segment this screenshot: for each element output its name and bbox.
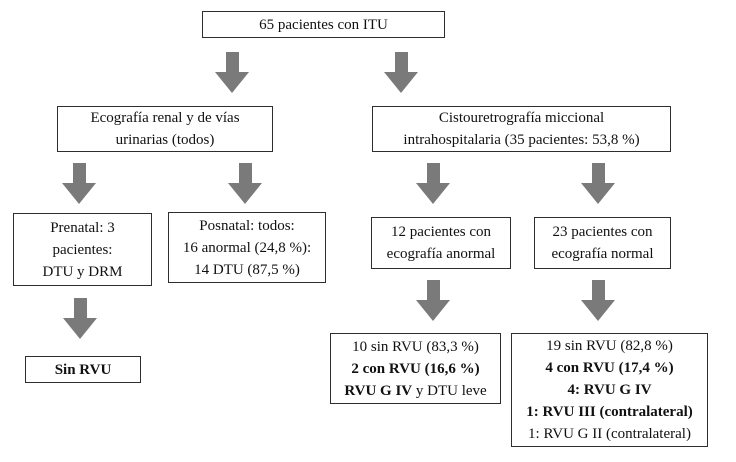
box-ecografia-normal-line1: 23 pacientes con (552, 224, 653, 240)
box-cistouretrografia: Cistouretrografía miccional intrahospita… (372, 106, 671, 152)
box-ecografia-line1: Ecografía renal y de vías (90, 110, 240, 126)
box-prenatal-line1: Prenatal: 3 (50, 219, 115, 236)
down-arrow-icon (416, 163, 450, 204)
down-arrow-icon (63, 298, 97, 339)
box-cistouretrografia-line1: Cistouretrografía miccional (438, 110, 605, 126)
box-cistouretrografia-line2: intrahospitalaria (35 pacientes: 53,8 %) (403, 132, 640, 148)
box-resultado-anormal-line2: 2 con RVU (16,6 %) (351, 360, 480, 377)
box-ecografia-line2: urinarias (todos) (115, 132, 215, 148)
box-resultado-anormal-line3-rest: y DTU leve (412, 382, 487, 399)
box-resultado-anormal-line3-bold: RVU G IV (344, 382, 413, 399)
box-sin-rvu: Sin RVU (25, 356, 141, 383)
box-ecografia-anormal-line1: 12 pacientes con (391, 224, 491, 240)
box-resultado-anormal-line3: RVU G IV y DTU leve (344, 380, 486, 402)
box-ecografia-anormal-line2: ecografía anormal (386, 246, 496, 262)
box-posnatal-line2: 16 anormal (24,8 %): (182, 239, 312, 256)
box-root-patients: 65 pacientes con ITU (202, 11, 445, 38)
box-prenatal: Prenatal: 3 pacientes: DTU y DRM (13, 213, 152, 286)
box-prenatal-line3: DTU y DRM (42, 263, 123, 280)
down-arrow-icon (581, 280, 615, 321)
box-resultado-anormal: 10 sin RVU (83,3 %) 2 con RVU (16,6 %) R… (330, 333, 501, 404)
box-resultado-anormal-line1: 10 sin RVU (83,3 %) (352, 338, 479, 355)
down-arrow-icon (581, 163, 615, 204)
down-arrow-icon (228, 163, 262, 204)
box-root-label: 65 pacientes con ITU (259, 16, 388, 33)
box-resultado-normal-line4: 1: RVU III (contralateral) (526, 404, 693, 420)
box-ecografia-normal: 23 pacientes con ecografía normal (534, 217, 671, 269)
down-arrow-icon (62, 163, 96, 204)
box-ecografia-normal-line2: ecografía normal (551, 246, 654, 262)
box-sin-rvu-label: Sin RVU (54, 361, 112, 378)
down-arrow-icon (416, 280, 450, 321)
box-posnatal: Posnatal: todos: 16 anormal (24,8 %): 14… (168, 212, 326, 283)
box-ecografia-renal: Ecografía renal y de vías urinarias (tod… (57, 106, 273, 152)
box-resultado-normal: 19 sin RVU (82,8 %) 4 con RVU (17,4 %) 4… (511, 333, 708, 447)
box-resultado-normal-line1: 19 sin RVU (82,8 %) (546, 338, 673, 354)
box-posnatal-line3: 14 DTU (87,5 %) (194, 261, 300, 278)
box-resultado-normal-line2: 4 con RVU (17,4 %) (545, 360, 674, 376)
down-arrow-icon (384, 52, 418, 93)
box-resultado-normal-line3: 4: RVU G IV (567, 382, 652, 398)
box-prenatal-line2: pacientes: (52, 241, 113, 258)
box-resultado-normal-line5: 1: RVU G II (contralateral) (528, 426, 691, 442)
box-ecografia-anormal: 12 pacientes con ecografía anormal (371, 217, 511, 269)
box-posnatal-line1: Posnatal: todos: (199, 217, 295, 234)
down-arrow-icon (215, 52, 249, 93)
